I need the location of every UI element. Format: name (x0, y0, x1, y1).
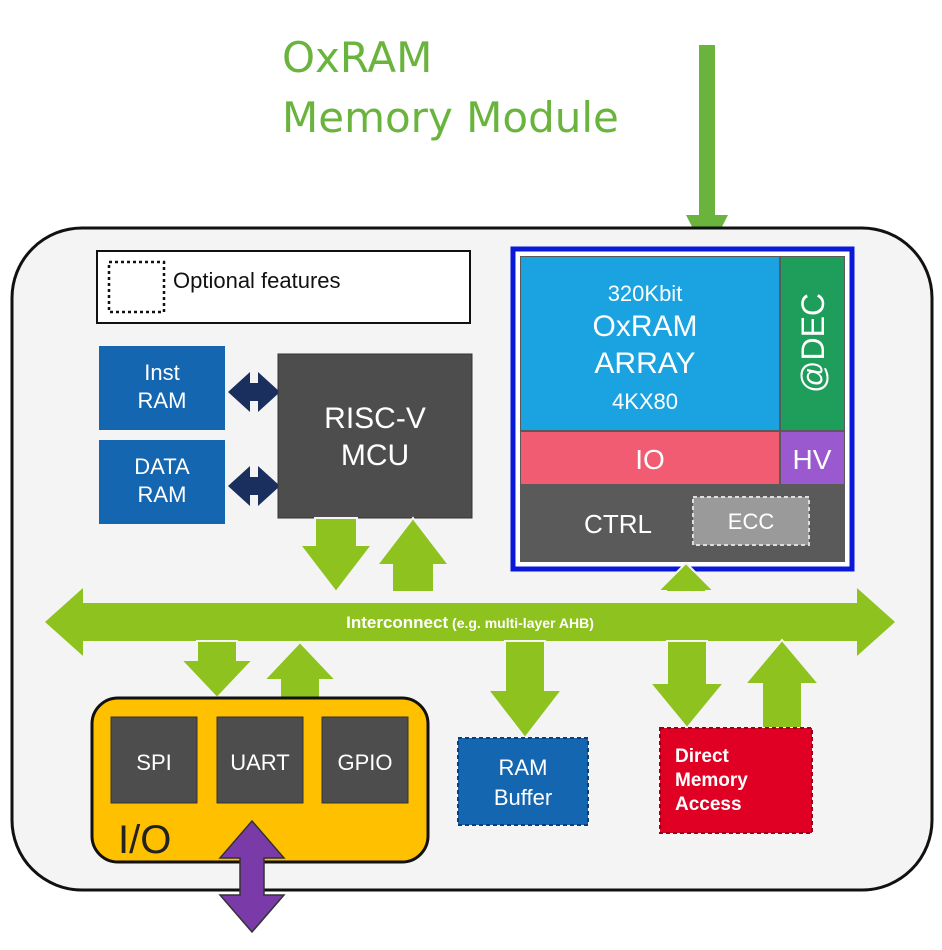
interconnect-label: Interconnect (e.g. multi-layer AHB) (346, 613, 594, 632)
oxram-array (521, 257, 779, 430)
mcu-to-bus-arrow (297, 517, 375, 594)
uart-block (216, 716, 304, 804)
data-ram-block: DATA RAM (99, 440, 225, 524)
inst-ram-label-2: RAM (138, 388, 187, 413)
bus-to-dma-arrow (647, 640, 727, 730)
legend-label: Optional features (173, 268, 341, 293)
module-pointer-arrow (686, 45, 728, 256)
data-ram-label-1: DATA (134, 454, 190, 479)
ecc-block (692, 496, 810, 546)
gpio-label: GPIO (337, 750, 392, 775)
spi-block (110, 716, 198, 804)
interconnect-title: Interconnect (346, 613, 448, 632)
bus-to-mcu-arrow (374, 516, 452, 593)
hv-label: HV (793, 444, 832, 475)
io-to-bus-arrow (261, 640, 339, 699)
bus-to-ram-buffer-arrow (485, 640, 565, 740)
ram-buffer-block: RAM Buffer (457, 737, 589, 826)
io-block-label: I/O (118, 818, 171, 862)
ram-buffer-label-1: RAM (499, 755, 548, 780)
title-line-1: OxRAM (282, 33, 432, 82)
oxram-name-2: ARRAY (594, 347, 695, 380)
interconnect-bus (45, 588, 895, 656)
dma-block: Direct Memory Access (659, 727, 813, 834)
dma-label-1: Direct (675, 746, 730, 767)
io-bar (521, 432, 779, 484)
ram-buffer-label-2: Buffer (494, 785, 552, 810)
mcu-label-2: MCU (341, 439, 409, 472)
dma-label-2: Memory (675, 770, 748, 791)
title-line-2: Memory Module (282, 93, 619, 142)
uart-label: UART (230, 750, 290, 775)
gpio-block (321, 716, 409, 804)
ecc-label: ECC (728, 509, 775, 534)
data-ram-label-2: RAM (138, 482, 187, 507)
oxram-module: 320Kbit OxRAM ARRAY 4KX80 @DEC IO HV CTR… (510, 246, 855, 572)
interconnect-note: (e.g. multi-layer AHB) (448, 615, 594, 631)
mcu-label-1: RISC-V (324, 402, 426, 435)
risc-v-mcu-block: RISC-V MCU (277, 353, 473, 519)
oxram-name-1: OxRAM (593, 310, 698, 343)
bus-to-oxram-arrow (655, 561, 717, 593)
oxram-organization: 4KX80 (612, 389, 678, 414)
inst-ram-mcu-arrow (228, 372, 280, 412)
oxram-capacity: 320Kbit (608, 281, 683, 306)
inst-ram-block: Inst RAM (99, 346, 225, 430)
inst-ram-label-1: Inst (144, 360, 179, 385)
address-decoder (781, 257, 844, 430)
dma-to-bus-arrow (742, 638, 822, 729)
optional-feature-swatch (107, 260, 166, 314)
spi-label: SPI (136, 750, 171, 775)
io-block: SPI UART GPIO I/O (90, 696, 430, 864)
legend: Optional features (96, 250, 471, 324)
decoder-label: @DEC (795, 293, 831, 393)
io-bar-label: IO (635, 444, 665, 475)
bus-to-io-arrow (178, 640, 256, 700)
dma-label-3: Access (675, 794, 742, 815)
hv-block (781, 432, 844, 484)
ctrl-label: CTRL (584, 509, 652, 539)
data-ram-mcu-arrow (228, 466, 280, 506)
external-io-arrow (218, 819, 286, 934)
